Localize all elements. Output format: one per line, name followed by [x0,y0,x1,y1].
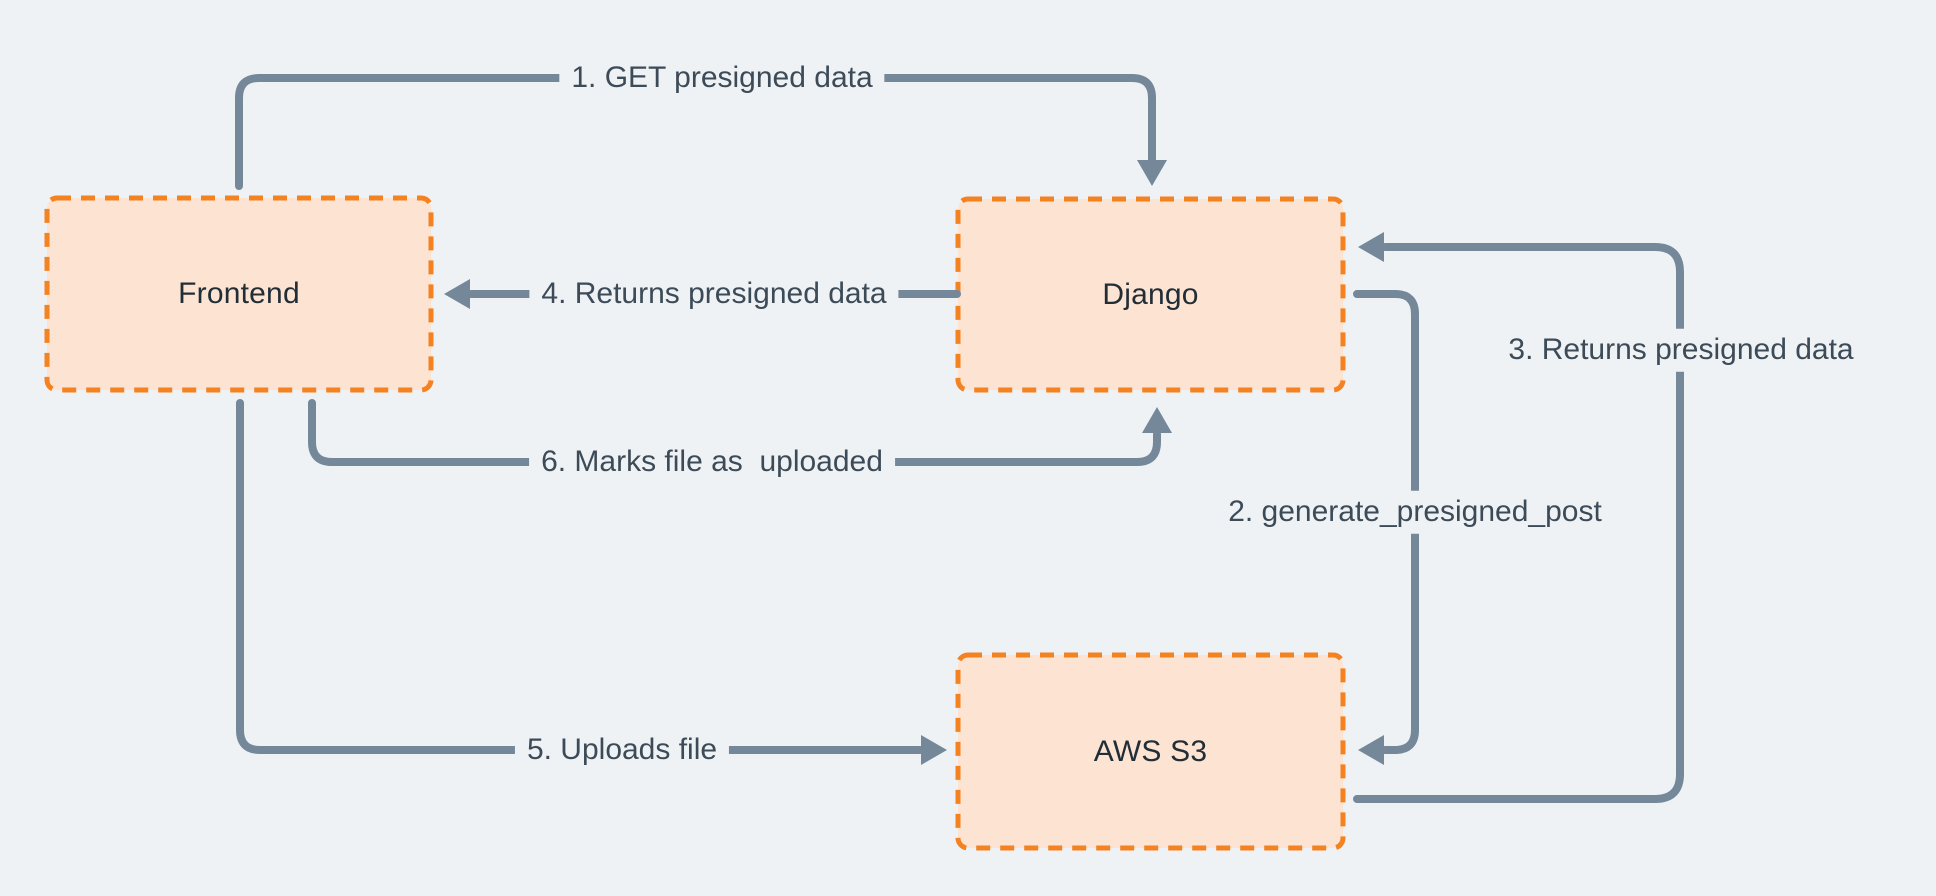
arrow-label-3: 3. Returns presigned data [1496,328,1866,372]
arrow-label-1: 1. GET presigned data [559,56,885,100]
node-aws-s3-box [955,652,1346,851]
flow-arrow-2-arrowhead [1358,735,1384,765]
arrow-label-4: 4. Returns presigned data [529,272,899,316]
arrow-label-6: 6. Marks file as uploaded [529,440,895,484]
arrow-label-5: 5. Uploads file [514,728,730,772]
flow-arrow-5-arrowhead [921,735,947,765]
flow-arrow-3-arrowhead [1358,232,1384,262]
flow-arrow-3-path [1353,243,1684,803]
node-django: Django [958,199,1343,390]
flow-arrow-1-arrowhead [1137,160,1167,186]
node-frontend-box [44,195,434,393]
flow-arrow-4-arrowhead [444,279,470,309]
flow-arrow-6-arrowhead [1142,407,1172,433]
arrow-label-2: 2. generate_presigned_post [1216,490,1614,534]
node-django-label: Django [1102,277,1199,311]
flow-arrow-5-path [236,399,924,754]
node-aws-s3-label: AWS S3 [1093,734,1208,768]
node-aws-s3: AWS S3 [958,655,1343,848]
node-frontend-label: Frontend [178,277,300,310]
node-frontend: Frontend [47,198,431,390]
